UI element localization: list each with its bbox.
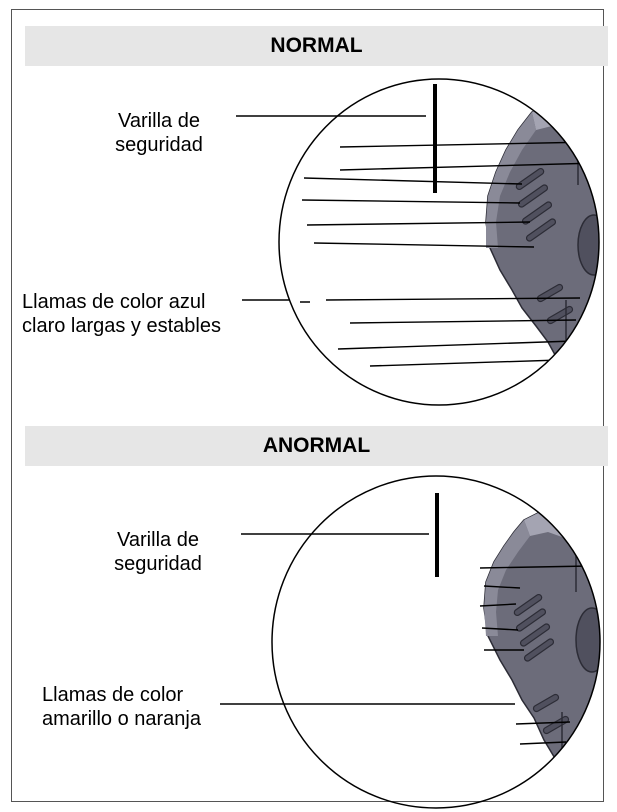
normal-view xyxy=(236,78,600,406)
abnormal-magnifier xyxy=(271,475,601,809)
normal-heading: NORMAL xyxy=(25,26,608,66)
flame-line xyxy=(479,603,517,607)
flame-line xyxy=(479,565,591,569)
normal-magnifier xyxy=(278,78,600,406)
burner-port xyxy=(525,218,557,242)
burner-port xyxy=(523,638,555,662)
abnormal-flame-label: Llamas de color amarillo o naranja xyxy=(42,684,201,730)
abnormal-view xyxy=(220,475,601,809)
abnormal-flames xyxy=(479,565,591,745)
flame-line xyxy=(483,585,521,589)
burner-port xyxy=(532,693,560,713)
normal-flame-label: Llamas de color azul claro largas y esta… xyxy=(22,291,221,337)
burner-port xyxy=(519,623,551,647)
figure-frame xyxy=(11,9,604,802)
burner-port xyxy=(536,283,564,303)
flame-line xyxy=(313,242,535,248)
flame-line xyxy=(339,141,593,148)
burner-knob xyxy=(575,607,600,673)
burner-port xyxy=(517,184,549,208)
flame-line xyxy=(369,359,561,367)
flame-line xyxy=(339,162,599,171)
flame-line xyxy=(303,177,523,185)
flame-line xyxy=(519,741,567,745)
burner-port xyxy=(513,593,543,617)
flame-line xyxy=(337,340,575,350)
abnormal-rod-label: Varilla de seguridad xyxy=(114,529,202,575)
flame-line xyxy=(306,221,531,226)
flame-line xyxy=(481,627,519,631)
normal-flames xyxy=(301,141,599,367)
burner-port xyxy=(515,167,545,191)
flame-line xyxy=(301,199,521,204)
burner-knob xyxy=(577,214,599,276)
abnormal-heading: ANORMAL xyxy=(25,426,608,466)
flame-line xyxy=(325,297,581,301)
normal-rod-label: Varilla de seguridad xyxy=(115,110,203,156)
flame-line xyxy=(515,721,571,725)
flame-line xyxy=(349,319,577,324)
